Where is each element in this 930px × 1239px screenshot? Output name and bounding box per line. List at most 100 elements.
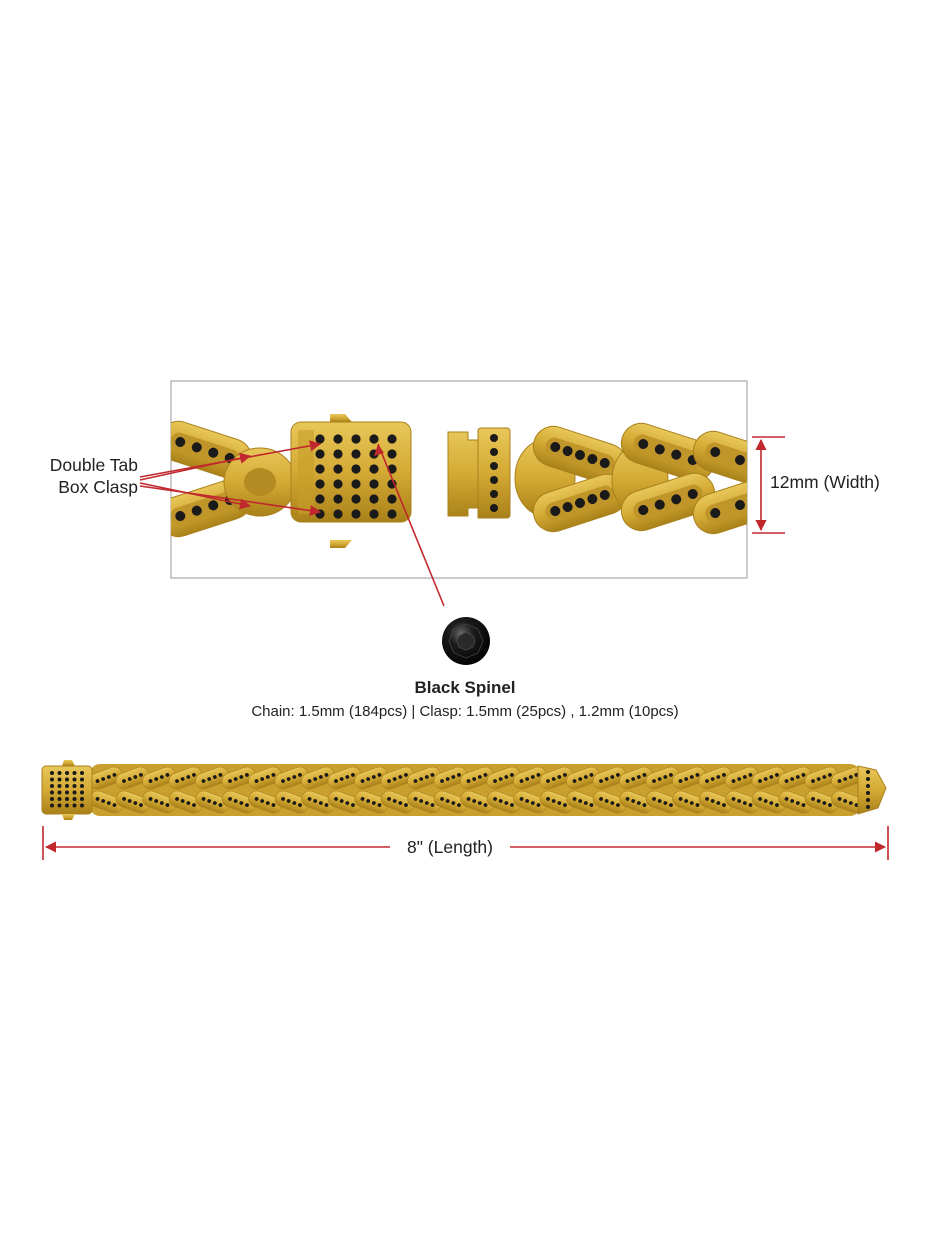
tab-stone	[490, 462, 498, 470]
tab-stone	[490, 448, 498, 456]
chain-link	[804, 766, 839, 790]
chain-link	[620, 472, 716, 532]
chain-link	[380, 790, 415, 814]
chain-link	[645, 790, 680, 814]
chain-link	[751, 766, 786, 790]
clasp-label-line1: Double Tab	[49, 455, 138, 475]
chain-link	[751, 790, 786, 814]
clasp-stone	[387, 479, 397, 489]
clasp-label: Double Tab Box Clasp	[30, 454, 138, 498]
chain-link	[486, 790, 521, 814]
chain-link	[168, 790, 203, 814]
chain-link	[672, 766, 706, 790]
chain-link	[619, 790, 653, 814]
clasp-stone	[315, 434, 325, 444]
chain-link	[486, 766, 521, 790]
chain-link	[407, 766, 441, 790]
clasp-stone	[387, 449, 397, 459]
chain-link	[248, 766, 282, 790]
clasp-stone	[333, 464, 343, 474]
chain-link	[142, 766, 176, 790]
clasp-stone	[315, 449, 325, 459]
clasp-stone	[351, 494, 361, 504]
tab-stone	[490, 434, 498, 442]
clasp-stone	[387, 509, 397, 519]
chain-link	[619, 766, 653, 790]
chain-link	[804, 790, 839, 814]
chain-link	[460, 766, 494, 790]
chain-link	[566, 790, 600, 814]
chain-link	[513, 790, 547, 814]
clasp-stone	[315, 464, 325, 474]
chain-link	[195, 766, 229, 790]
clasp-stone	[351, 479, 361, 489]
chain-link	[532, 425, 628, 485]
chain-link	[725, 790, 759, 814]
chain-link	[327, 766, 362, 790]
chain-link	[778, 790, 812, 814]
clasp-stone	[369, 464, 379, 474]
chain-link	[301, 766, 335, 790]
clasp-stone	[369, 479, 379, 489]
clasp-stone	[369, 434, 379, 444]
right-chain-links	[514, 422, 747, 535]
clasp-tab	[447, 427, 511, 519]
chain-link	[380, 766, 415, 790]
chain-link	[692, 430, 747, 490]
chain-link	[592, 766, 627, 790]
tab-stone	[490, 490, 498, 498]
chain-link	[274, 766, 309, 790]
chain-link	[115, 766, 150, 790]
clasp-stone	[315, 494, 325, 504]
clasp-stone	[333, 494, 343, 504]
chain-link	[115, 790, 150, 814]
clasp-stone	[333, 479, 343, 489]
clasp-stone	[333, 509, 343, 519]
chain-link	[168, 766, 203, 790]
chain-link	[142, 790, 176, 814]
chain-link	[195, 790, 229, 814]
tab-stone	[490, 476, 498, 484]
chain-link	[672, 790, 706, 814]
stone-pointer	[374, 443, 445, 607]
clasp-stone	[369, 509, 379, 519]
chain-link	[513, 766, 547, 790]
clasp-stone	[351, 434, 361, 444]
chain-link	[725, 766, 759, 790]
stone-spec: Chain: 1.5mm (184pcs) | Clasp: 1.5mm (25…	[251, 703, 679, 720]
chain-link	[433, 790, 468, 814]
chain-link	[698, 766, 733, 790]
chain-link	[566, 766, 600, 790]
chain-link	[89, 766, 123, 790]
clasp-stone	[351, 449, 361, 459]
clasp-stone	[333, 434, 343, 444]
clasp-stone	[369, 494, 379, 504]
clasp-callout-arrows	[139, 440, 322, 517]
width-label: 12mm (Width)	[770, 472, 880, 492]
chain-link	[460, 790, 494, 814]
stone-name: Black Spinel	[414, 678, 516, 697]
clasp-stone	[351, 464, 361, 474]
chain-link	[221, 790, 256, 814]
clasp-stone	[333, 449, 343, 459]
chain-link	[354, 766, 388, 790]
chain-link	[327, 790, 362, 814]
chain-link	[407, 790, 441, 814]
chain-link	[532, 473, 628, 533]
chain-link	[620, 422, 716, 482]
clasp-label-line2: Box Clasp	[58, 477, 138, 497]
chain-link	[301, 790, 335, 814]
tab-stone	[490, 504, 498, 512]
clasp-stone	[387, 434, 397, 444]
chain-link	[274, 790, 309, 814]
clasp-stone	[351, 509, 361, 519]
clasp-stone	[315, 479, 325, 489]
chain-link	[248, 790, 282, 814]
clasp-stone	[387, 494, 397, 504]
full-bracelet	[41, 760, 887, 820]
chain-link	[221, 766, 256, 790]
chain-link	[354, 790, 388, 814]
length-label: 8" (Length)	[390, 837, 510, 858]
width-dimension	[752, 436, 785, 534]
